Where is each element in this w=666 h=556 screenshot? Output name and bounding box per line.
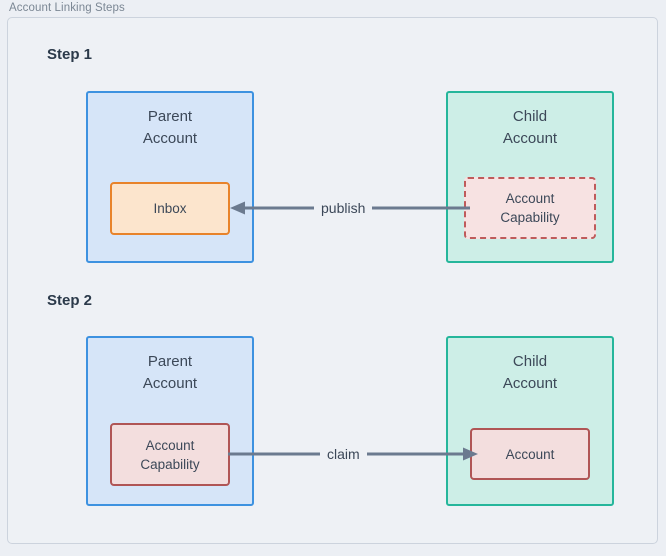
step-1-label: Step 1 xyxy=(47,46,93,63)
diagram-title: Account Linking Steps xyxy=(9,2,125,14)
step-2-label: Step 2 xyxy=(47,292,93,309)
step-1-inbox-box[interactable]: Inbox xyxy=(110,182,230,235)
step-1-publish-arrow: publish xyxy=(230,195,470,221)
step-2-account-box[interactable]: Account xyxy=(470,428,590,480)
step-1-account-capability-box[interactable]: Account Capability xyxy=(464,177,596,239)
step-1-parent-account-title: Parent Account xyxy=(142,108,198,147)
step-2-claim-arrow: claim xyxy=(228,441,478,467)
step-2-account-capability-box[interactable]: Account Capability xyxy=(110,423,230,486)
step-1-parent-account-box[interactable]: Parent Account xyxy=(86,91,254,263)
step-2-child-account-box[interactable]: Child Account xyxy=(446,336,614,506)
publish-arrow-label: publish xyxy=(314,195,373,221)
step-2-parent-account-title: Parent Account xyxy=(142,353,198,392)
claim-arrow-label: claim xyxy=(320,441,367,467)
step-2-child-account-title: Child Account xyxy=(502,353,558,392)
step-1-child-account-title: Child Account xyxy=(502,108,558,147)
